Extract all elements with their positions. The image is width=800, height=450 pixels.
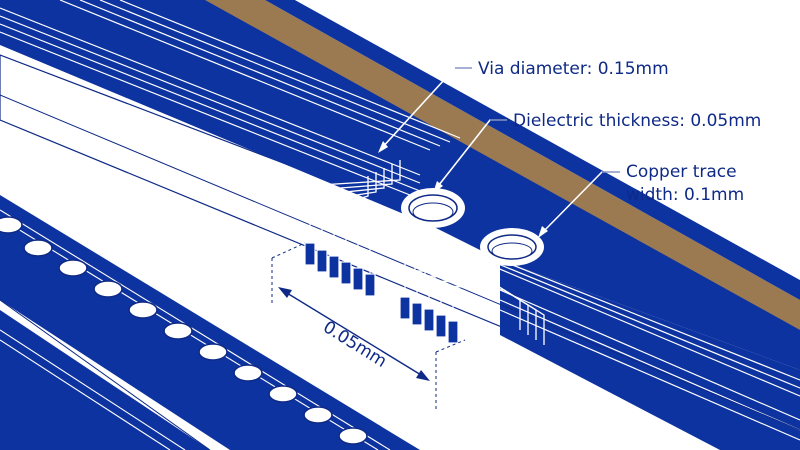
main-substrate (0, 0, 800, 370)
lower-substrate-band (0, 195, 420, 450)
copper-trace-label-line2: width: 0.1mm (626, 185, 744, 205)
callout-arrowheads (378, 141, 548, 238)
via-large (401, 188, 465, 228)
top-white-corner (295, 0, 800, 280)
via-diameter-label: Via diameter: 0.15mm (478, 59, 669, 79)
connector-traces-left (314, 160, 401, 236)
parallel-traces (0, 0, 800, 440)
top-blue-edge (265, 0, 800, 300)
callout-line-shadow (455, 67, 620, 173)
dielectric-thickness-label: Dielectric thickness: 0.05mm (513, 111, 761, 131)
strip-outlines (0, 94, 800, 450)
via-second (480, 228, 544, 266)
copper-trace-label-line1: Copper trace (626, 162, 737, 182)
copper-edge (205, 0, 800, 330)
pins-left (304, 242, 376, 297)
pin-leads-left (309, 215, 371, 274)
pin-leads-right (404, 270, 454, 321)
dimension-box (271, 242, 466, 412)
lower-substrate-band-2 (0, 310, 210, 450)
pad-row (0, 216, 368, 445)
dimension-arrow (278, 287, 430, 381)
connector-traces-right (404, 250, 545, 345)
